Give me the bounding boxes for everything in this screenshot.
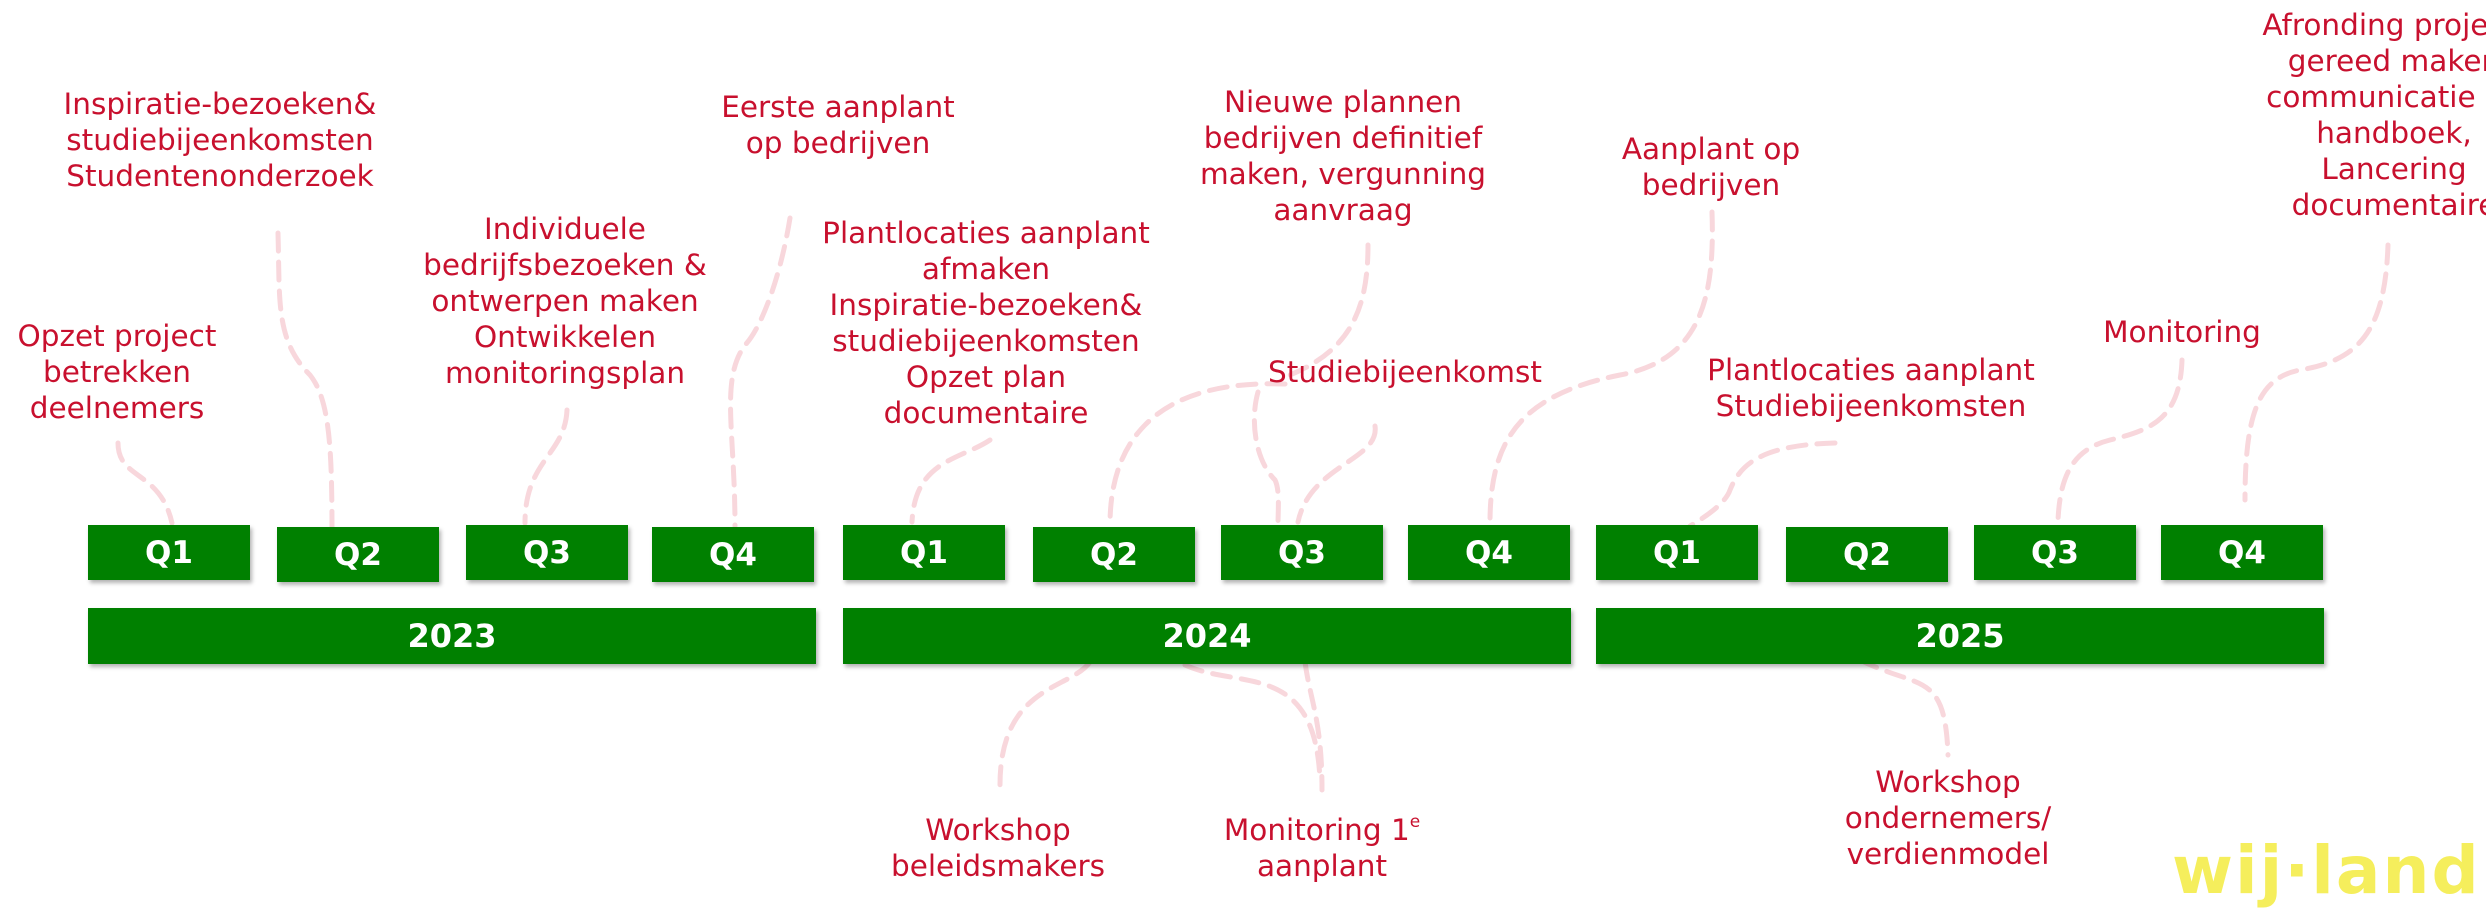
connector-plantlocaties-2024 [909, 437, 993, 525]
annotation-studiebijeenkomst: Studiebijeenkomst [1268, 355, 1542, 389]
year-bar-2025: 2025 [1596, 608, 2324, 664]
connector-studiebijeenkomst-mid [1251, 389, 1281, 529]
annotation-eerste-aanplant: Eerste aanplant op bedrijven [721, 90, 955, 160]
connector-individuele [522, 407, 570, 526]
connector-monitoring-1e-a [1182, 662, 1323, 783]
annotation-aanplant-op-bedrijven: Aanplant op bedrijven [1621, 132, 1801, 202]
connector-studiebijeenkomst-left [1107, 381, 1288, 528]
year-bar-2023: 2023 [88, 608, 816, 664]
year-bar-2024: 2024 [843, 608, 1571, 664]
connector-aanplant-op-bedrijven [1487, 209, 1715, 526]
annotation-monitoring-1e: Monitoring 1e aanplant [1132, 812, 1512, 884]
annotation-monitoring: Monitoring [2103, 315, 2261, 349]
connector-plantlocaties-2025 [1687, 440, 1838, 529]
connector-eerste-aanplant [728, 215, 793, 529]
connector-afronding [2242, 242, 2391, 503]
quarter-2025-q4: Q4 [2161, 525, 2323, 580]
annotation-plantlocaties-2024: Plantlocaties aanplant afmaken Inspirati… [822, 216, 1150, 430]
annotation-inspiratie-2023: Inspiratie-bezoeken& studiebijeenkomsten… [63, 87, 377, 193]
annotation-workshop-ondernemers: Workshop ondernemers/ verdienmodel [1844, 765, 2052, 871]
connector-workshop-ondernemers [1857, 657, 1951, 758]
quarter-2023-q4: Q4 [652, 527, 814, 582]
quarter-2024-q4: Q4 [1408, 525, 1570, 580]
annotation-individuele: Individuele bedrijfsbezoeken & ontwerpen… [423, 212, 707, 390]
quarter-2024-q1: Q1 [843, 525, 1005, 580]
connector-monitoring-1e-vertical [1302, 659, 1325, 793]
connector-opzet [115, 440, 175, 526]
connector-studiebijeenkomst-right [1295, 423, 1378, 525]
monitoring-1e-line2: aanplant [1256, 849, 1388, 883]
quarter-2023-q2: Q2 [277, 527, 439, 582]
monitoring-1e-text: Monitoring 1 [1223, 813, 1410, 847]
connector-inspiratie-2023 [275, 230, 335, 539]
annotation-opzet: Opzet project betrekken deelnemers [17, 319, 217, 425]
quarter-2024-q3: Q3 [1221, 525, 1383, 580]
quarter-2023-q1: Q1 [88, 525, 250, 580]
quarter-2023-q3: Q3 [466, 525, 628, 580]
connector-workshop-beleid [997, 659, 1093, 788]
connector-monitoring [2055, 357, 2185, 523]
quarter-2025-q3: Q3 [1974, 525, 2136, 580]
annotation-afronding: Afronding project, gereed maken communic… [2262, 8, 2486, 222]
wij-land-logo: wij·land [2172, 832, 2481, 909]
quarter-2025-q1: Q1 [1596, 525, 1758, 580]
quarter-2024-q2: Q2 [1033, 527, 1195, 582]
annotation-nieuwe-plannen: Nieuwe plannen bedrijven definitief make… [1199, 85, 1487, 227]
monitoring-1e-superscript: e [1409, 812, 1421, 832]
quarter-2025-q2: Q2 [1786, 527, 1948, 582]
annotation-workshop-beleid: Workshop beleidsmakers [890, 813, 1105, 883]
annotation-plantlocaties-2025: Plantlocaties aanplant Studiebijeenkomst… [1707, 353, 2035, 423]
